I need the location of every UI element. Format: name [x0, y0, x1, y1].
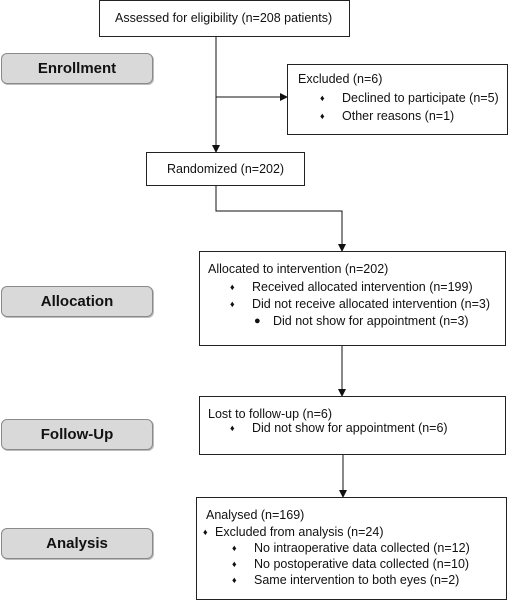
analysed-title: Analysed (n=169) — [206, 508, 305, 522]
allocated-title: Allocated to intervention (n=202) — [208, 262, 389, 276]
bullet-diamond-icon: ♦ — [203, 527, 208, 537]
lost-box: Lost to follow-up (n=6) ♦ Did not show f… — [199, 396, 506, 455]
assessed-box: Assessed for eligibility (n=208 patients… — [99, 0, 350, 37]
bullet-diamond-icon: ♦ — [232, 575, 237, 585]
stage-follow-up: Follow-Up — [1, 419, 153, 450]
allocated-item: Received allocated intervention (n=199) — [252, 280, 473, 294]
connector-randomized-to-allocated — [215, 186, 346, 252]
excluded-item: Declined to participate (n=5) — [342, 91, 499, 105]
lost-title: Lost to follow-up (n=6) — [208, 407, 333, 421]
bullet-diamond-icon: ♦ — [320, 93, 325, 103]
bullet-diamond-icon: ♦ — [230, 423, 235, 433]
bullet-diamond-icon: ♦ — [232, 559, 237, 569]
randomized-text: Randomized (n=202) — [167, 162, 285, 176]
allocated-box: Allocated to intervention (n=202) ♦ Rece… — [199, 251, 506, 346]
stage-analysis: Analysis — [1, 528, 153, 559]
excluded-box: Excluded (n=6) ♦ Declined to participate… — [287, 64, 508, 135]
stage-enrollment: Enrollment — [1, 53, 153, 84]
excluded-title: Excluded (n=6) — [298, 72, 383, 86]
analysed-item: No postoperative data collected (n=10) — [254, 557, 470, 571]
analysed-excluded-title: Excluded from analysis (n=24) — [215, 525, 384, 539]
stage-label: Enrollment — [37, 60, 117, 77]
bullet-diamond-icon: ♦ — [230, 299, 235, 309]
analysed-item: No intraoperative data collected (n=12) — [254, 541, 470, 555]
analysed-box: Analysed (n=169) ♦ Excluded from analysi… — [196, 497, 507, 600]
bullet-diamond-icon: ♦ — [232, 543, 237, 553]
bullet-dot-icon: ● — [254, 315, 261, 327]
stage-label: Analysis — [46, 535, 108, 552]
assessed-text: Assessed for eligibility (n=208 patients… — [115, 11, 333, 25]
analysed-item: Same intervention to both eyes (n=2) — [254, 573, 460, 587]
allocated-item: Did not receive allocated intervention (… — [252, 297, 490, 311]
bullet-diamond-icon: ♦ — [320, 111, 325, 121]
excluded-item: Other reasons (n=1) — [342, 109, 455, 123]
randomized-box: Randomized (n=202) — [146, 152, 305, 186]
allocated-subitem: Did not show for appointment (n=3) — [273, 314, 469, 328]
stage-label: Allocation — [40, 293, 114, 310]
stage-allocation: Allocation — [1, 286, 153, 317]
lost-item: Did not show for appointment (n=6) — [252, 421, 448, 435]
bullet-diamond-icon: ♦ — [230, 282, 235, 292]
stage-label: Follow-Up — [40, 426, 114, 443]
